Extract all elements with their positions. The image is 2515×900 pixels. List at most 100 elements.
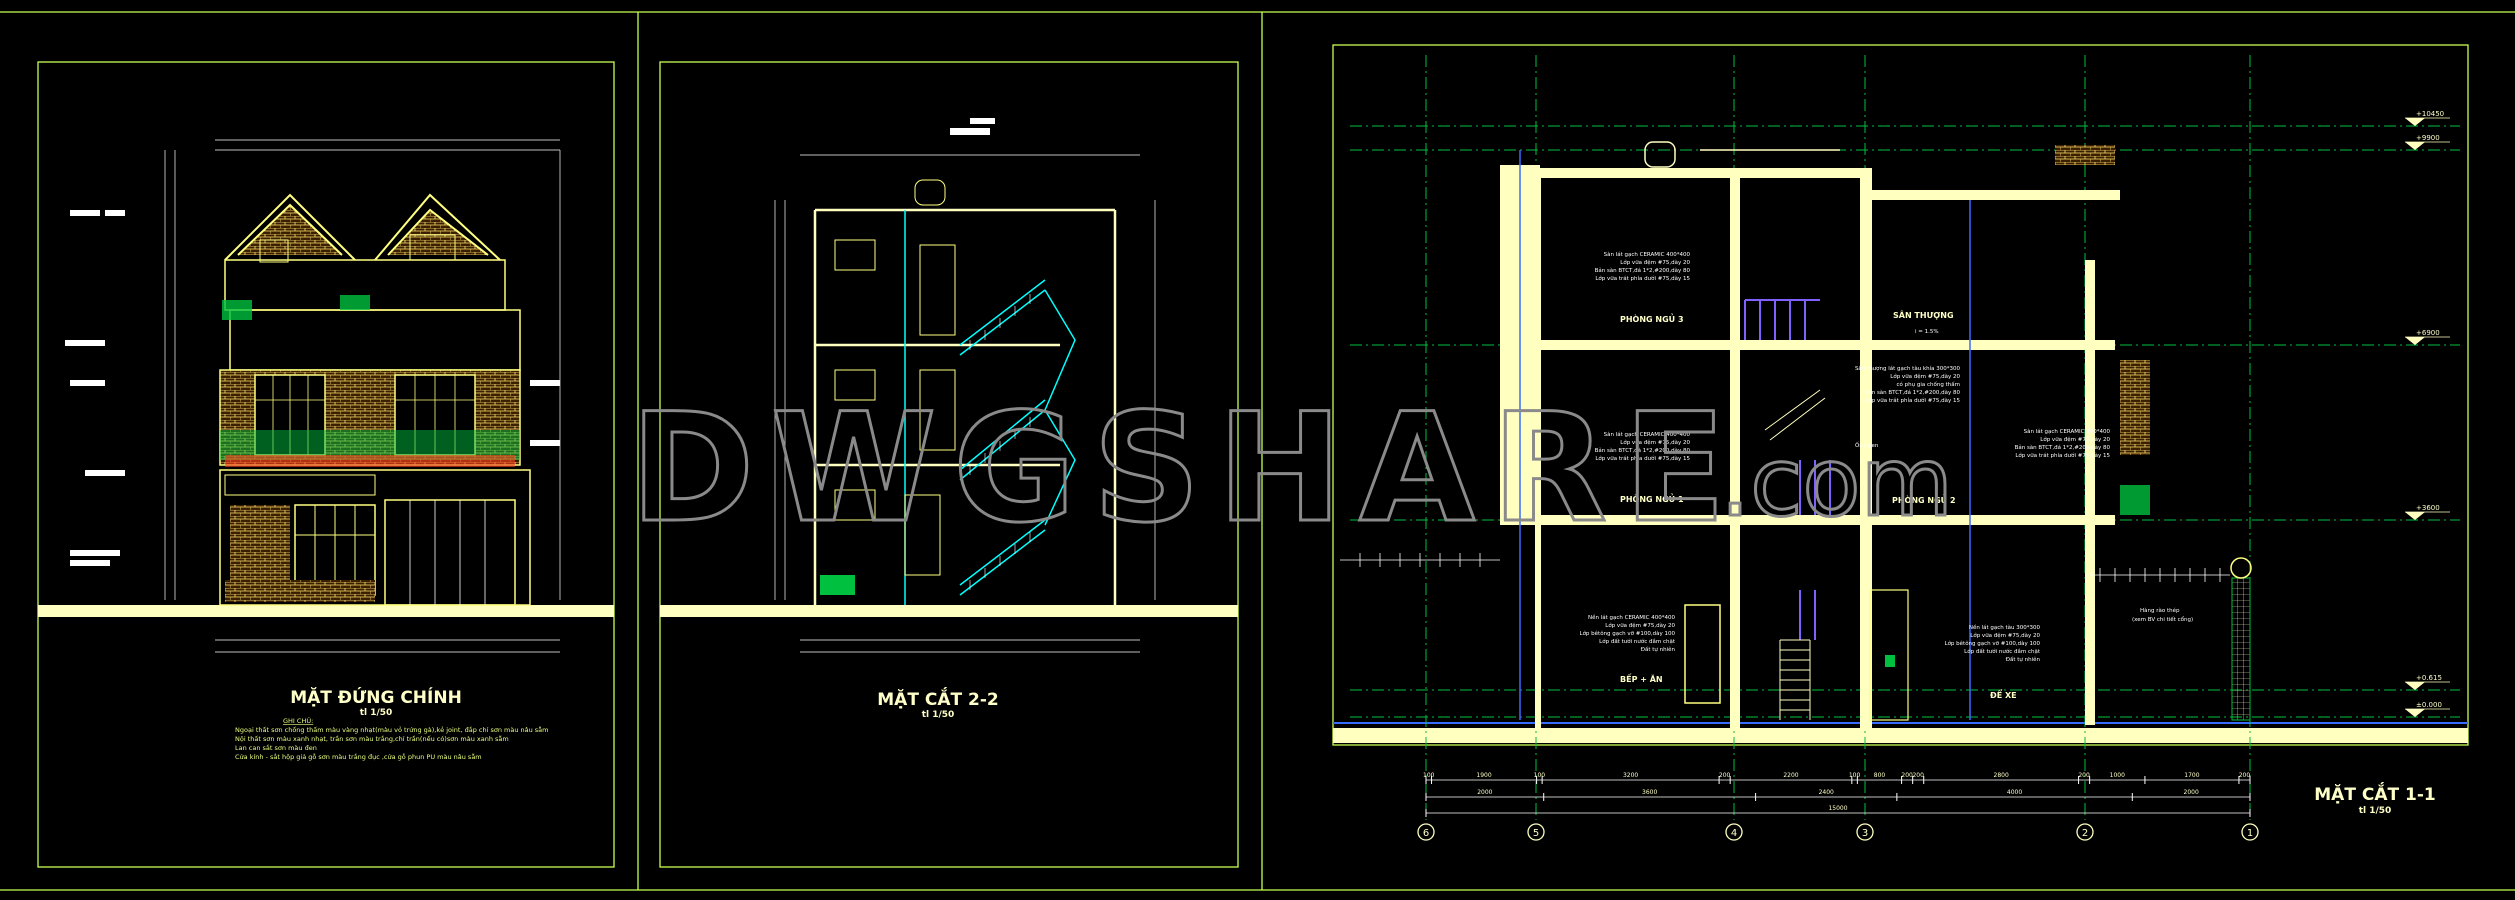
note-line: Lớp vữa trát phía dưới #75,dày 15 xyxy=(2015,452,2110,459)
room-label: PHÒNG NGỦ 2 xyxy=(1892,493,1956,505)
dimension-value: 100 xyxy=(1849,772,1861,779)
dimension-value: 200 xyxy=(1912,772,1924,779)
axis-label: 5 xyxy=(1533,828,1539,839)
room-label: BẾP + ĂN xyxy=(1620,672,1663,684)
window-grid xyxy=(255,375,475,455)
note-line: Lan can sắt sơn màu đen xyxy=(235,743,317,752)
sheet2-scale: tl 1/50 xyxy=(922,710,955,720)
note-line: Lớp vữa trát phía dưới #75,dày 15 xyxy=(1595,455,1690,462)
axis-bubble xyxy=(1527,823,1545,841)
note-line: Đất tự nhiên xyxy=(2006,656,2041,663)
sheet1-front-elevation[interactable]: MẶT ĐỨNG CHÍNH tl 1/50 GHI CHÚ: Ngoại th… xyxy=(38,139,614,761)
sheet2-section-2-2[interactable]: MẶT CẮT 2-2 tl 1/50 xyxy=(660,118,1238,720)
stair-steps xyxy=(1764,389,1826,720)
dimension-value: 200 xyxy=(1719,772,1731,779)
note-line: Lớp vữa trát phía dưới #75,dày 15 xyxy=(1865,397,1960,404)
callout-tags xyxy=(65,210,560,566)
dimension-value: 200 xyxy=(2239,772,2251,779)
stair xyxy=(959,279,1076,596)
level-triangle-icon xyxy=(2405,142,2425,150)
axis-bubble xyxy=(2076,823,2094,841)
room-label: PHÒNG NGỦ 3 xyxy=(1620,312,1684,324)
axis-label: 2 xyxy=(2082,828,2088,839)
slope-label: i = 1.5% xyxy=(1915,329,1939,335)
dimension-value: 4000 xyxy=(2007,789,2022,796)
note-line: Sàn lát gạch CERAMIC 400*400 xyxy=(1604,431,1691,438)
duct-label: Ống gen xyxy=(1855,441,1879,449)
note-line: Lớp vữa đệm #75,dày 20 xyxy=(1890,373,1960,380)
level-triangle-icon xyxy=(2405,337,2425,345)
note-line: có phụ gia chống thấm xyxy=(1897,381,1960,388)
dimension-value: 200 xyxy=(2078,772,2090,779)
door xyxy=(1869,589,1909,721)
dimension-value: 2200 xyxy=(1783,772,1798,779)
sheet3-scale: tl 1/50 xyxy=(2359,806,2392,816)
note-line: Lớp đất tưới nước đầm chặt xyxy=(1599,637,1676,645)
fence-label: Hàng rào thép xyxy=(2140,607,2180,614)
room-label: PHÒNG NGỦ 1 xyxy=(1620,492,1684,504)
level-label: ±0.000 xyxy=(2416,701,2442,709)
stair-balusters xyxy=(969,294,1031,590)
axis-bubble xyxy=(2241,823,2259,841)
stair xyxy=(1744,299,1831,640)
dimension-value: 2800 xyxy=(1994,772,2009,779)
floor-note: Sàn lát gạch CERAMIC 400*400 Lớp vữa đệm… xyxy=(1595,251,2111,462)
callout-tags xyxy=(950,118,995,135)
note-line: Cửa kính - sắt hộp giả gỗ sơn màu trắng … xyxy=(235,752,482,761)
fence-label: (xem BV chi tiết cổng) xyxy=(2132,616,2193,623)
note-line: Ngoại thất sơn chống thấm màu vàng nhạt(… xyxy=(235,725,549,734)
axis-bubble xyxy=(1856,823,1874,841)
notes-heading: GHI CHÚ: xyxy=(283,716,313,725)
sheet3-section-1-1[interactable]: PHÒNG NGỦ 3 SÂN THƯỢNG PHÒNG NGỦ 1 PHÒNG… xyxy=(1333,55,2468,841)
note-line: Lớp đất tưới nước đầm chặt xyxy=(1964,647,2041,655)
note-line: Lớp vữa đệm #75,dày 20 xyxy=(1620,259,1690,266)
garage-note: Nền lát gạch tàu 300*300 Lớp vữa đệm #75… xyxy=(1945,623,2041,663)
note-line: Lớp bêtông gạch vỡ #100,dày 100 xyxy=(1945,640,2041,647)
note-line: Bản sàn BTCT,đá 1*2,#200,dày 80 xyxy=(1865,389,1961,396)
note-line: Nội thất sơn màu xanh nhạt, trần sơn màu… xyxy=(235,734,509,743)
note-line: Lớp vữa đệm #75,dày 20 xyxy=(1605,622,1675,629)
level-label: +9900 xyxy=(2416,134,2440,142)
pipes xyxy=(1519,150,1971,720)
dimension-value: 100 xyxy=(1423,772,1435,779)
fence xyxy=(1340,553,2230,582)
watermark-suffix: .com xyxy=(1720,428,1953,538)
axis-label: 3 xyxy=(1862,828,1868,839)
dimension-value: 2400 xyxy=(1819,789,1834,796)
level-markers: +10450+9900+6900+3600+0.615±0.000 xyxy=(2405,110,2450,717)
level-triangle-icon xyxy=(2405,118,2425,126)
axis-label: 4 xyxy=(1731,828,1737,839)
dimension-lines xyxy=(774,154,1156,653)
level-label: +3600 xyxy=(2416,504,2440,512)
note-line: Bản sàn BTCT,đá 1*2,#200,dày 80 xyxy=(2015,444,2111,451)
dimension-value: 2000 xyxy=(1477,789,1492,796)
dimension-value: 100 xyxy=(1534,772,1546,779)
dimension-lines xyxy=(164,139,561,653)
axis-bubble xyxy=(1417,823,1435,841)
level-label: +6900 xyxy=(2416,329,2440,337)
axis-label: 6 xyxy=(1423,828,1429,839)
note-line: Đất tự nhiên xyxy=(1641,646,1676,653)
dimension-value: 3600 xyxy=(1642,789,1657,796)
watermark-text: DWGSHARE xyxy=(630,382,1730,556)
dimension-value: 1700 xyxy=(2184,772,2199,779)
sheet2-title: MẶT CẮT 2-2 xyxy=(877,686,998,710)
note-line: Sàn lát gạch CERAMIC 400*400 xyxy=(1604,251,1691,258)
note-line: Nền lát gạch tàu 300*300 xyxy=(1969,623,2041,631)
note-line: Lớp bêtông gạch vỡ #100,dày 100 xyxy=(1580,630,1676,637)
ground-note: Nền lát gạch CERAMIC 400*400 Lớp vữa đệm… xyxy=(1580,613,1676,653)
dimension-value: 1900 xyxy=(1476,772,1491,779)
dimension-value: 200 xyxy=(1901,772,1913,779)
terrace-note: Sân thượng lát gạch tàu khía 300*300 Lớp… xyxy=(1855,365,1961,404)
ground-line xyxy=(38,605,614,617)
level-label: +0.615 xyxy=(2416,674,2442,682)
sheet1-title: MẶT ĐỨNG CHÍNH xyxy=(290,686,462,708)
level-triangle-icon xyxy=(2405,709,2425,717)
note-line: Sân thượng lát gạch tàu khía 300*300 xyxy=(1855,365,1961,372)
axis-label: 1 xyxy=(2247,828,2253,839)
note-line: Lớp vữa đệm #75,dày 20 xyxy=(2040,436,2110,443)
grid-axes: 6 5 4 3 2 1 xyxy=(1417,823,2259,841)
sheet-frames xyxy=(0,11,2515,891)
